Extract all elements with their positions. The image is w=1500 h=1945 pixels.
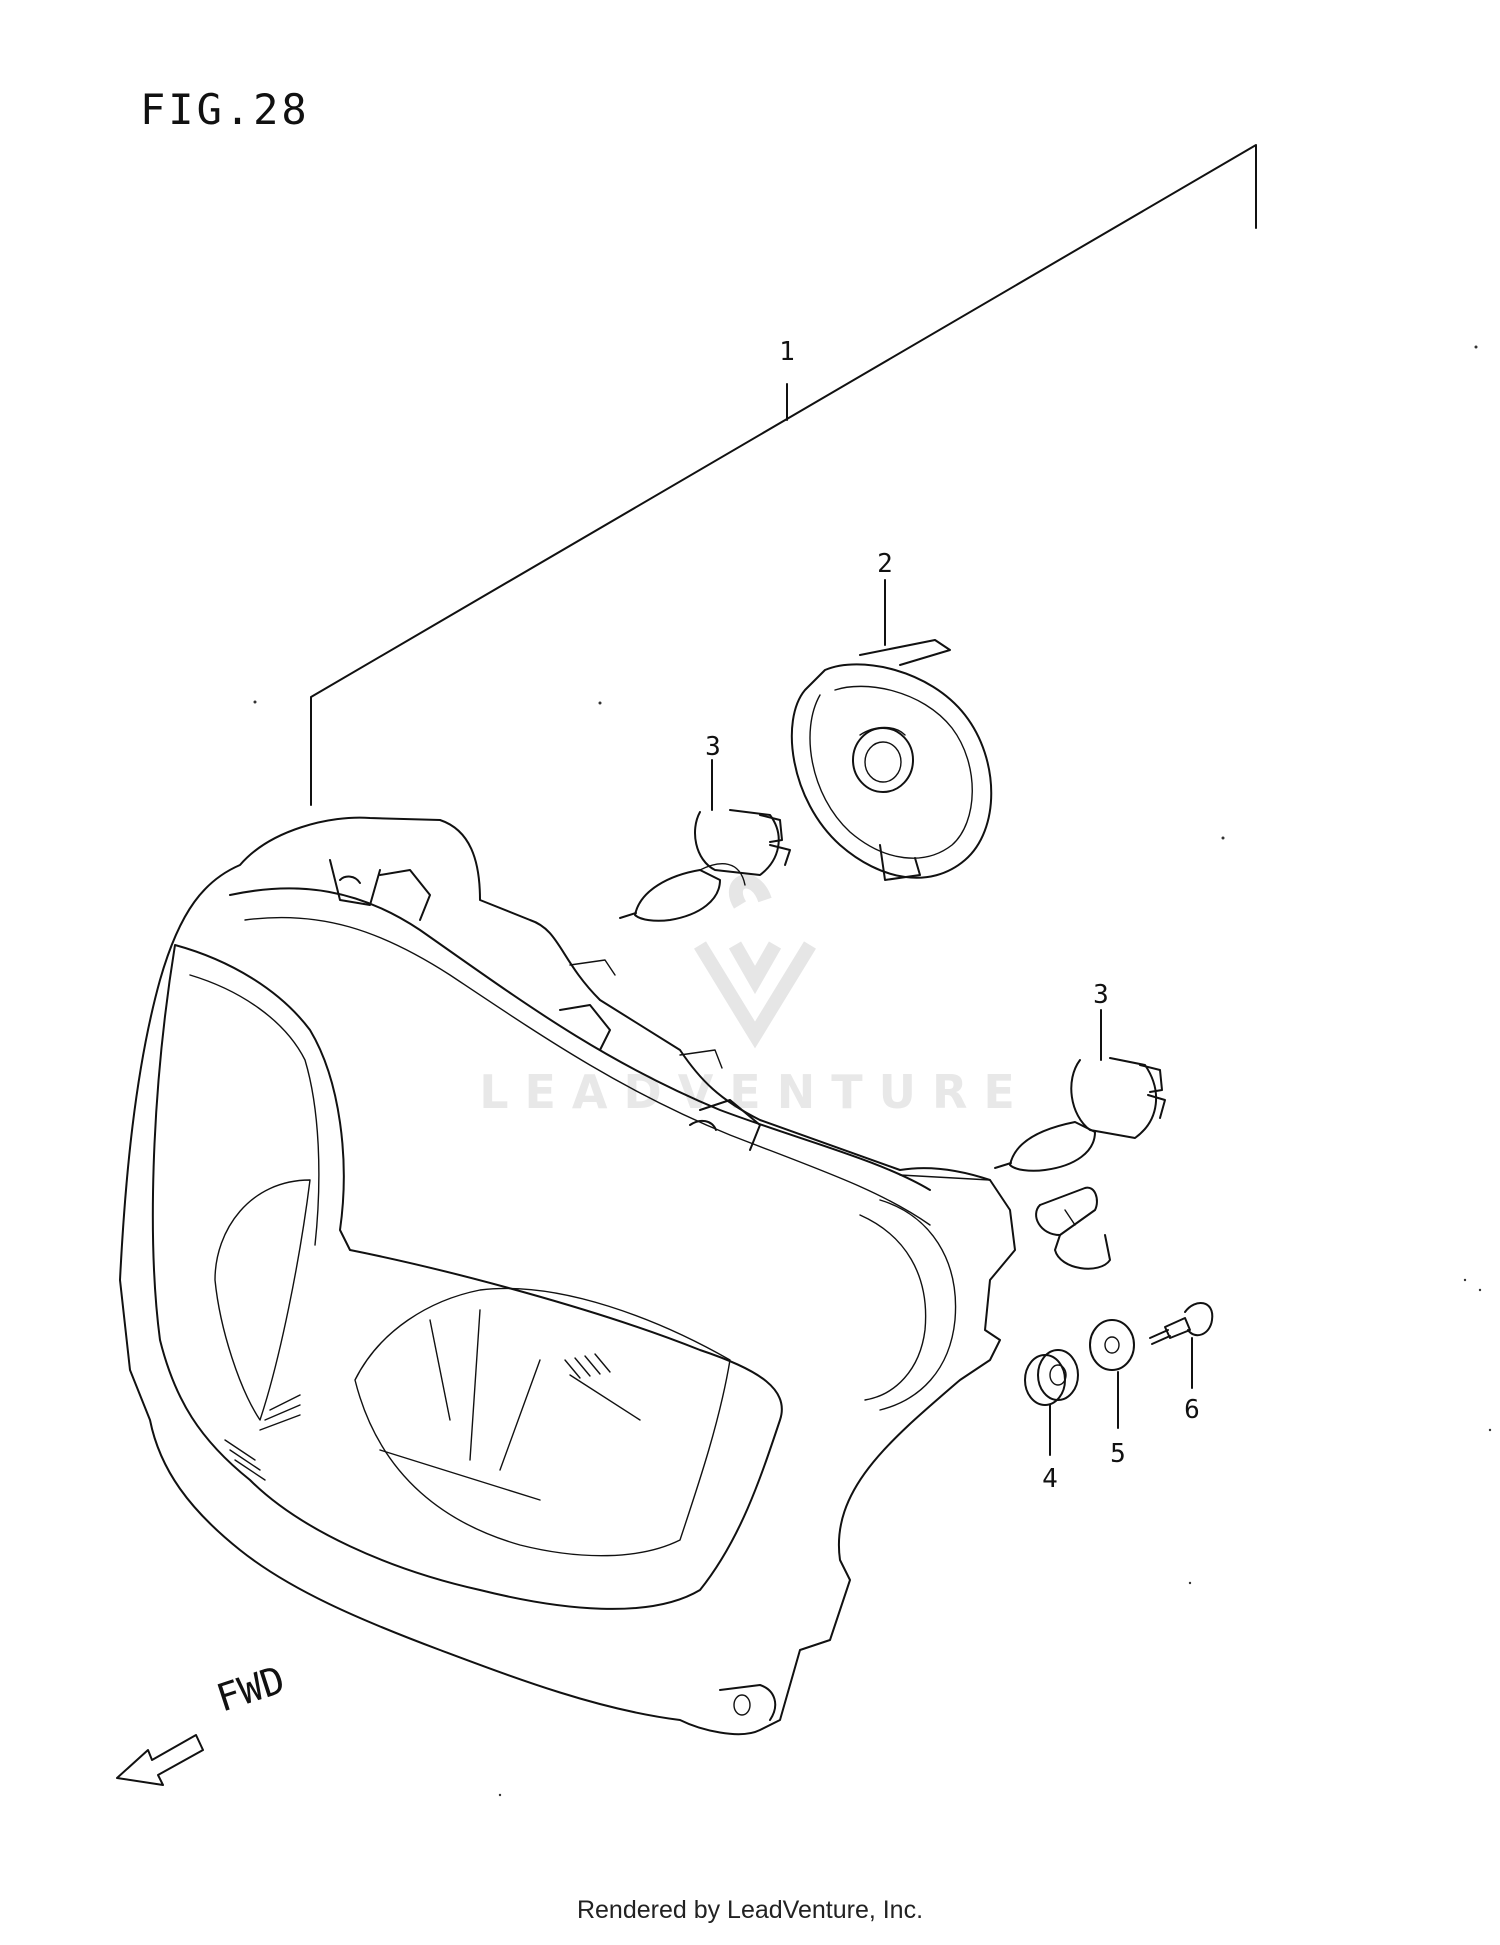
headlight-housing <box>119 816 1016 1736</box>
callout-6: 6 <box>1184 1395 1200 1425</box>
callout-1: 1 <box>779 337 795 367</box>
footer-credit: Rendered by LeadVenture, Inc. <box>576 1896 924 1924</box>
scan-specks <box>253 345 1492 1797</box>
socket-cover <box>790 579 993 881</box>
forward-arrow-icon <box>116 1734 204 1786</box>
screw <box>1149 1302 1214 1389</box>
washer <box>1089 1319 1135 1429</box>
watermark-logo <box>694 874 816 1049</box>
grommet <box>1024 1349 1079 1456</box>
callout-2: 2 <box>877 549 893 579</box>
figure-title: FIG.28 <box>140 85 310 134</box>
callout-3-lower: 3 <box>1093 980 1109 1010</box>
callout-4: 4 <box>1042 1464 1058 1494</box>
callout-5: 5 <box>1110 1439 1126 1469</box>
headlight-bulb-upper <box>619 759 791 922</box>
callout-3-upper: 3 <box>705 732 721 762</box>
position-lamp-bulb <box>1035 1186 1111 1270</box>
watermark-text: LEADVENTURE <box>479 1065 1031 1119</box>
headlight-bulb-lower <box>994 1009 1166 1172</box>
forward-label: FWD <box>211 1658 290 1721</box>
headlight-assembly-bracket <box>310 144 1257 806</box>
